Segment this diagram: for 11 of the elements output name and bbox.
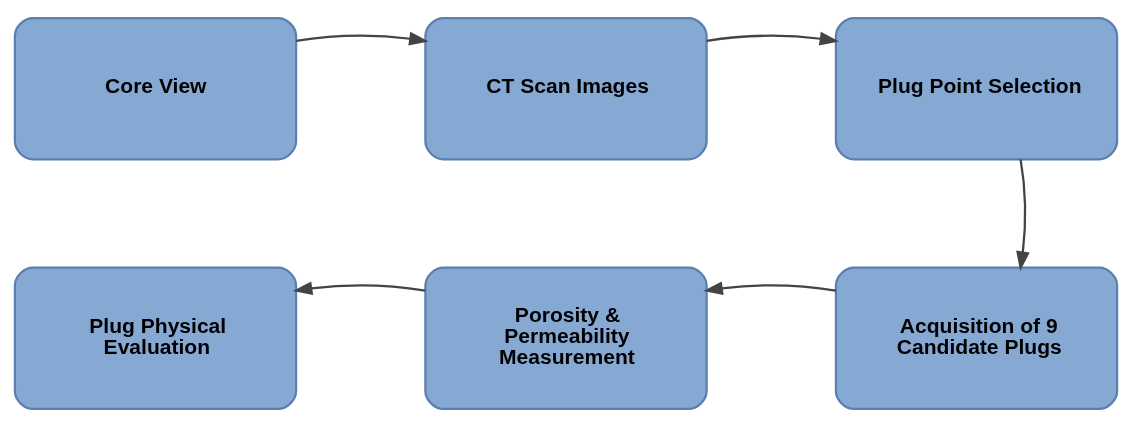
arrow (296, 31, 429, 45)
node-box: Plug Point Selection (834, 16, 1119, 160)
node-box: Porosity & Permeability Measurement (424, 266, 708, 410)
arrow (703, 280, 836, 295)
arrow (706, 31, 840, 45)
arrow (1016, 158, 1030, 271)
node-box: CT Scan Images (424, 16, 708, 160)
arrow (292, 280, 426, 295)
node-box: Plug Physical Evaluation (13, 266, 298, 410)
node-box: Acquisition of 9 Candidate Plugs (834, 266, 1119, 410)
node-box: Core View (13, 16, 298, 160)
